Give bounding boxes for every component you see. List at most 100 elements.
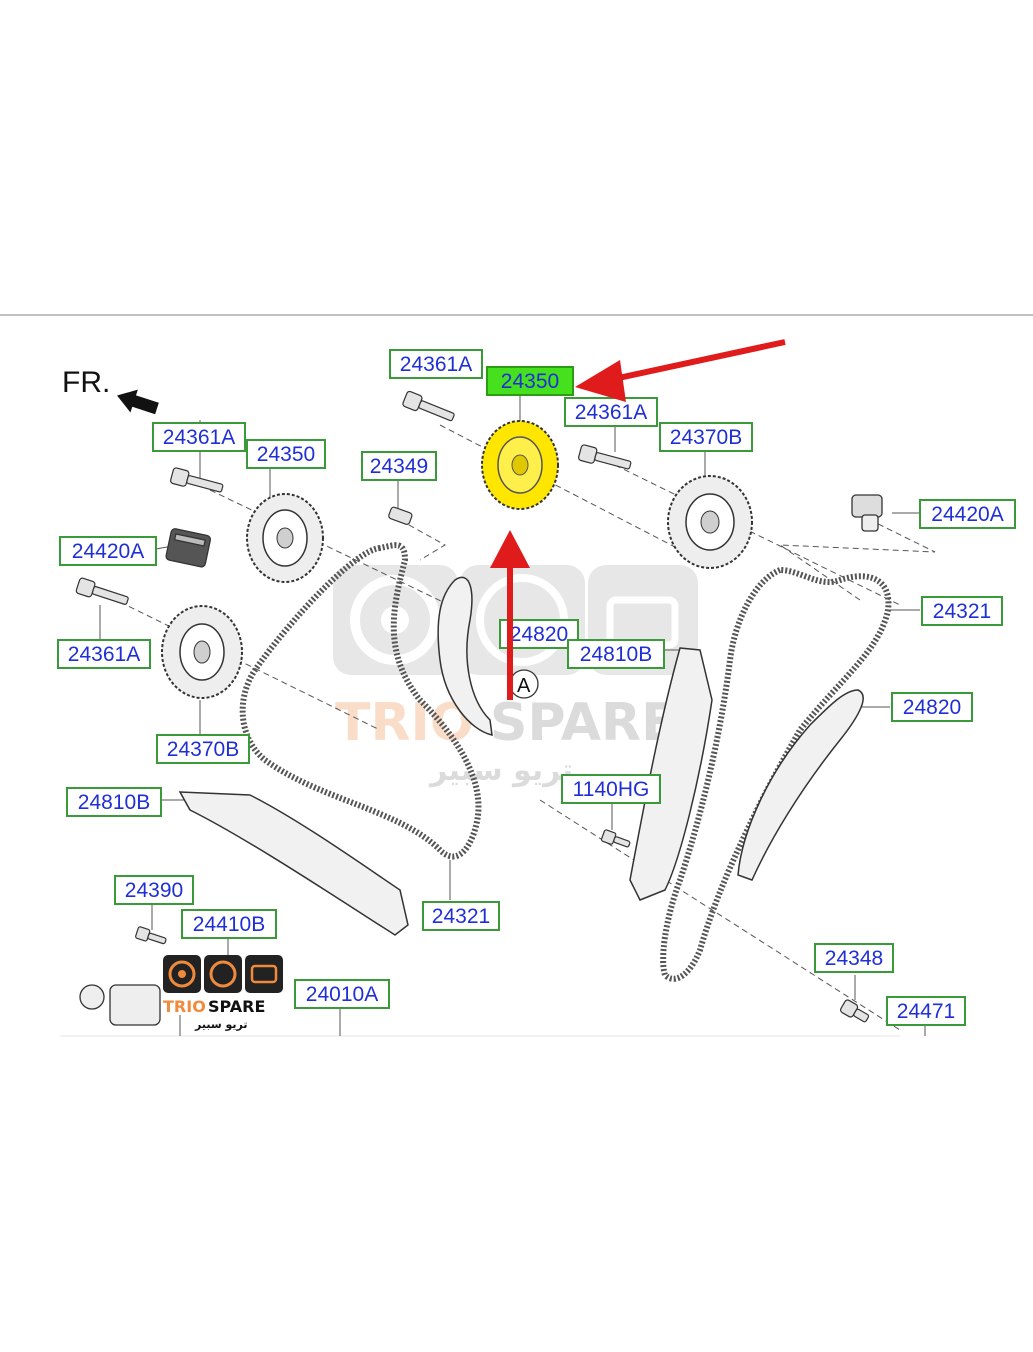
part-label-box xyxy=(57,639,151,669)
part-label-text: 24349 xyxy=(370,455,428,478)
bolt-24361A-lower xyxy=(75,577,129,605)
part-label-box xyxy=(919,499,1016,529)
part-label-text: 24361A xyxy=(68,643,140,666)
part-label-text: 24410B xyxy=(193,913,265,936)
part-label-box xyxy=(886,996,966,1026)
svg-text:A: A xyxy=(517,675,531,697)
part-label-box xyxy=(567,639,665,669)
part-label-24350: 24350 xyxy=(246,439,326,469)
part-label-24370b: 24370B xyxy=(156,734,250,764)
part-label-24810b: 24810B xyxy=(66,787,162,817)
red-arrow-right xyxy=(599,339,786,385)
guide-24810B-left xyxy=(178,791,409,936)
part-label-box xyxy=(156,734,250,764)
bolt-24361A-right xyxy=(578,444,632,470)
part-label-text: 24321 xyxy=(432,905,490,928)
part-label-text: 24350 xyxy=(257,443,315,466)
part-label-box xyxy=(66,787,162,817)
part-label-text: 1140HG xyxy=(573,778,650,801)
bolt-24349 xyxy=(388,506,413,525)
bolt-1140HG xyxy=(600,829,631,848)
small-parts xyxy=(79,494,883,1026)
part-label-box xyxy=(361,451,437,481)
part-label-24820: 24820 xyxy=(891,692,973,722)
bolt-24348 xyxy=(839,999,870,1023)
part-label-text: 24420A xyxy=(931,503,1003,526)
part-label-box xyxy=(814,943,894,973)
svg-text:SPARE: SPARE xyxy=(208,997,265,1016)
sprocket-24370B-left xyxy=(161,605,243,699)
part-label-24361a: 24361A xyxy=(564,397,658,427)
leader-lines xyxy=(99,395,936,1036)
part-label-text: 24348 xyxy=(825,947,883,970)
part-label-box xyxy=(561,774,661,804)
part-label-text: 24321 xyxy=(933,600,991,623)
part-label-24361a: 24361A xyxy=(57,639,151,669)
svg-text:SPARE: SPARE xyxy=(490,693,677,753)
part-label-24420a: 24420A xyxy=(919,499,1016,529)
part-label-24350: 24350 xyxy=(486,366,574,396)
chain-24321-right xyxy=(660,566,892,982)
tensioner-24410B xyxy=(79,984,161,1026)
svg-text:TRIO: TRIO xyxy=(335,693,474,753)
part-label-24390: 24390 xyxy=(114,875,194,905)
part-label-text: 24420A xyxy=(72,540,144,563)
part-label-24420a: 24420A xyxy=(59,536,157,566)
part-label-24321: 24321 xyxy=(921,596,1003,626)
part-label-text: 24361A xyxy=(400,353,472,376)
part-label-24810b: 24810B xyxy=(567,639,665,669)
part-label-text: 24370B xyxy=(167,738,239,761)
part-label-24361a: 24361A xyxy=(389,349,483,379)
part-label-24010a: 24010A xyxy=(294,979,390,1009)
callout-a: A xyxy=(509,669,539,699)
part-label-box xyxy=(59,536,157,566)
part-label-text: 24370B xyxy=(670,426,742,449)
bolt-parts xyxy=(75,390,870,1023)
part-label-text: 24471 xyxy=(897,1000,955,1023)
chain-24321-left xyxy=(239,542,482,860)
part-label-24348: 24348 xyxy=(814,943,894,973)
part-label-box xyxy=(659,422,753,452)
sprocket-parts xyxy=(161,420,753,699)
part-label-24410b: 24410B xyxy=(181,909,277,939)
part-label-24471: 24471 xyxy=(886,996,966,1026)
part-label-box xyxy=(921,596,1003,626)
part-label-box xyxy=(389,349,483,379)
bolt-24361A-top xyxy=(402,390,455,422)
bolt-24390 xyxy=(135,926,167,945)
front-direction-icon xyxy=(117,389,159,415)
svg-text:تريو سبير: تريو سبير xyxy=(194,1018,247,1031)
sprocket-24370B-right xyxy=(667,475,753,569)
part-label-text: 24361A xyxy=(575,401,647,424)
svg-text:تريو سبير: تريو سبير xyxy=(428,753,573,788)
part-label-text: 24810B xyxy=(78,791,150,814)
part-label-box xyxy=(114,875,194,905)
guide-24810B-right xyxy=(629,647,713,901)
chain-tensioner-24420A-left xyxy=(165,528,212,568)
part-label-box xyxy=(564,397,658,427)
annotation-arrows xyxy=(490,339,786,700)
guide-24820-left xyxy=(437,576,493,736)
part-label-24361a: 24361A xyxy=(152,422,246,452)
chain-guides xyxy=(178,576,864,936)
part-label-text: 24810B xyxy=(580,643,652,666)
part-label-text: 24390 xyxy=(125,879,183,902)
part-label-1140hg: 1140HG xyxy=(561,774,661,804)
part-label-box xyxy=(422,901,500,931)
guide-24820-right xyxy=(737,689,864,881)
part-label-box xyxy=(152,422,246,452)
part-label-box xyxy=(246,439,326,469)
orientation-label: FR. xyxy=(62,366,110,399)
part-label-text: 24350 xyxy=(501,370,559,393)
part-labels: 24361A 24350 24361A 24370B 24361A 24350 24349 2… xyxy=(57,349,1016,1026)
part-label-box xyxy=(891,692,973,722)
svg-text:TRIO: TRIO xyxy=(163,997,206,1016)
timing-chains xyxy=(239,542,892,982)
part-label-text: 24010A xyxy=(306,983,378,1006)
part-label-24349: 24349 xyxy=(361,451,437,481)
part-label-text: 24820 xyxy=(510,623,568,646)
watermark-logo-small: TRIO SPARE تريو سبير xyxy=(163,955,283,1031)
part-label-24370b: 24370B xyxy=(659,422,753,452)
part-label-24321: 24321 xyxy=(422,901,500,931)
